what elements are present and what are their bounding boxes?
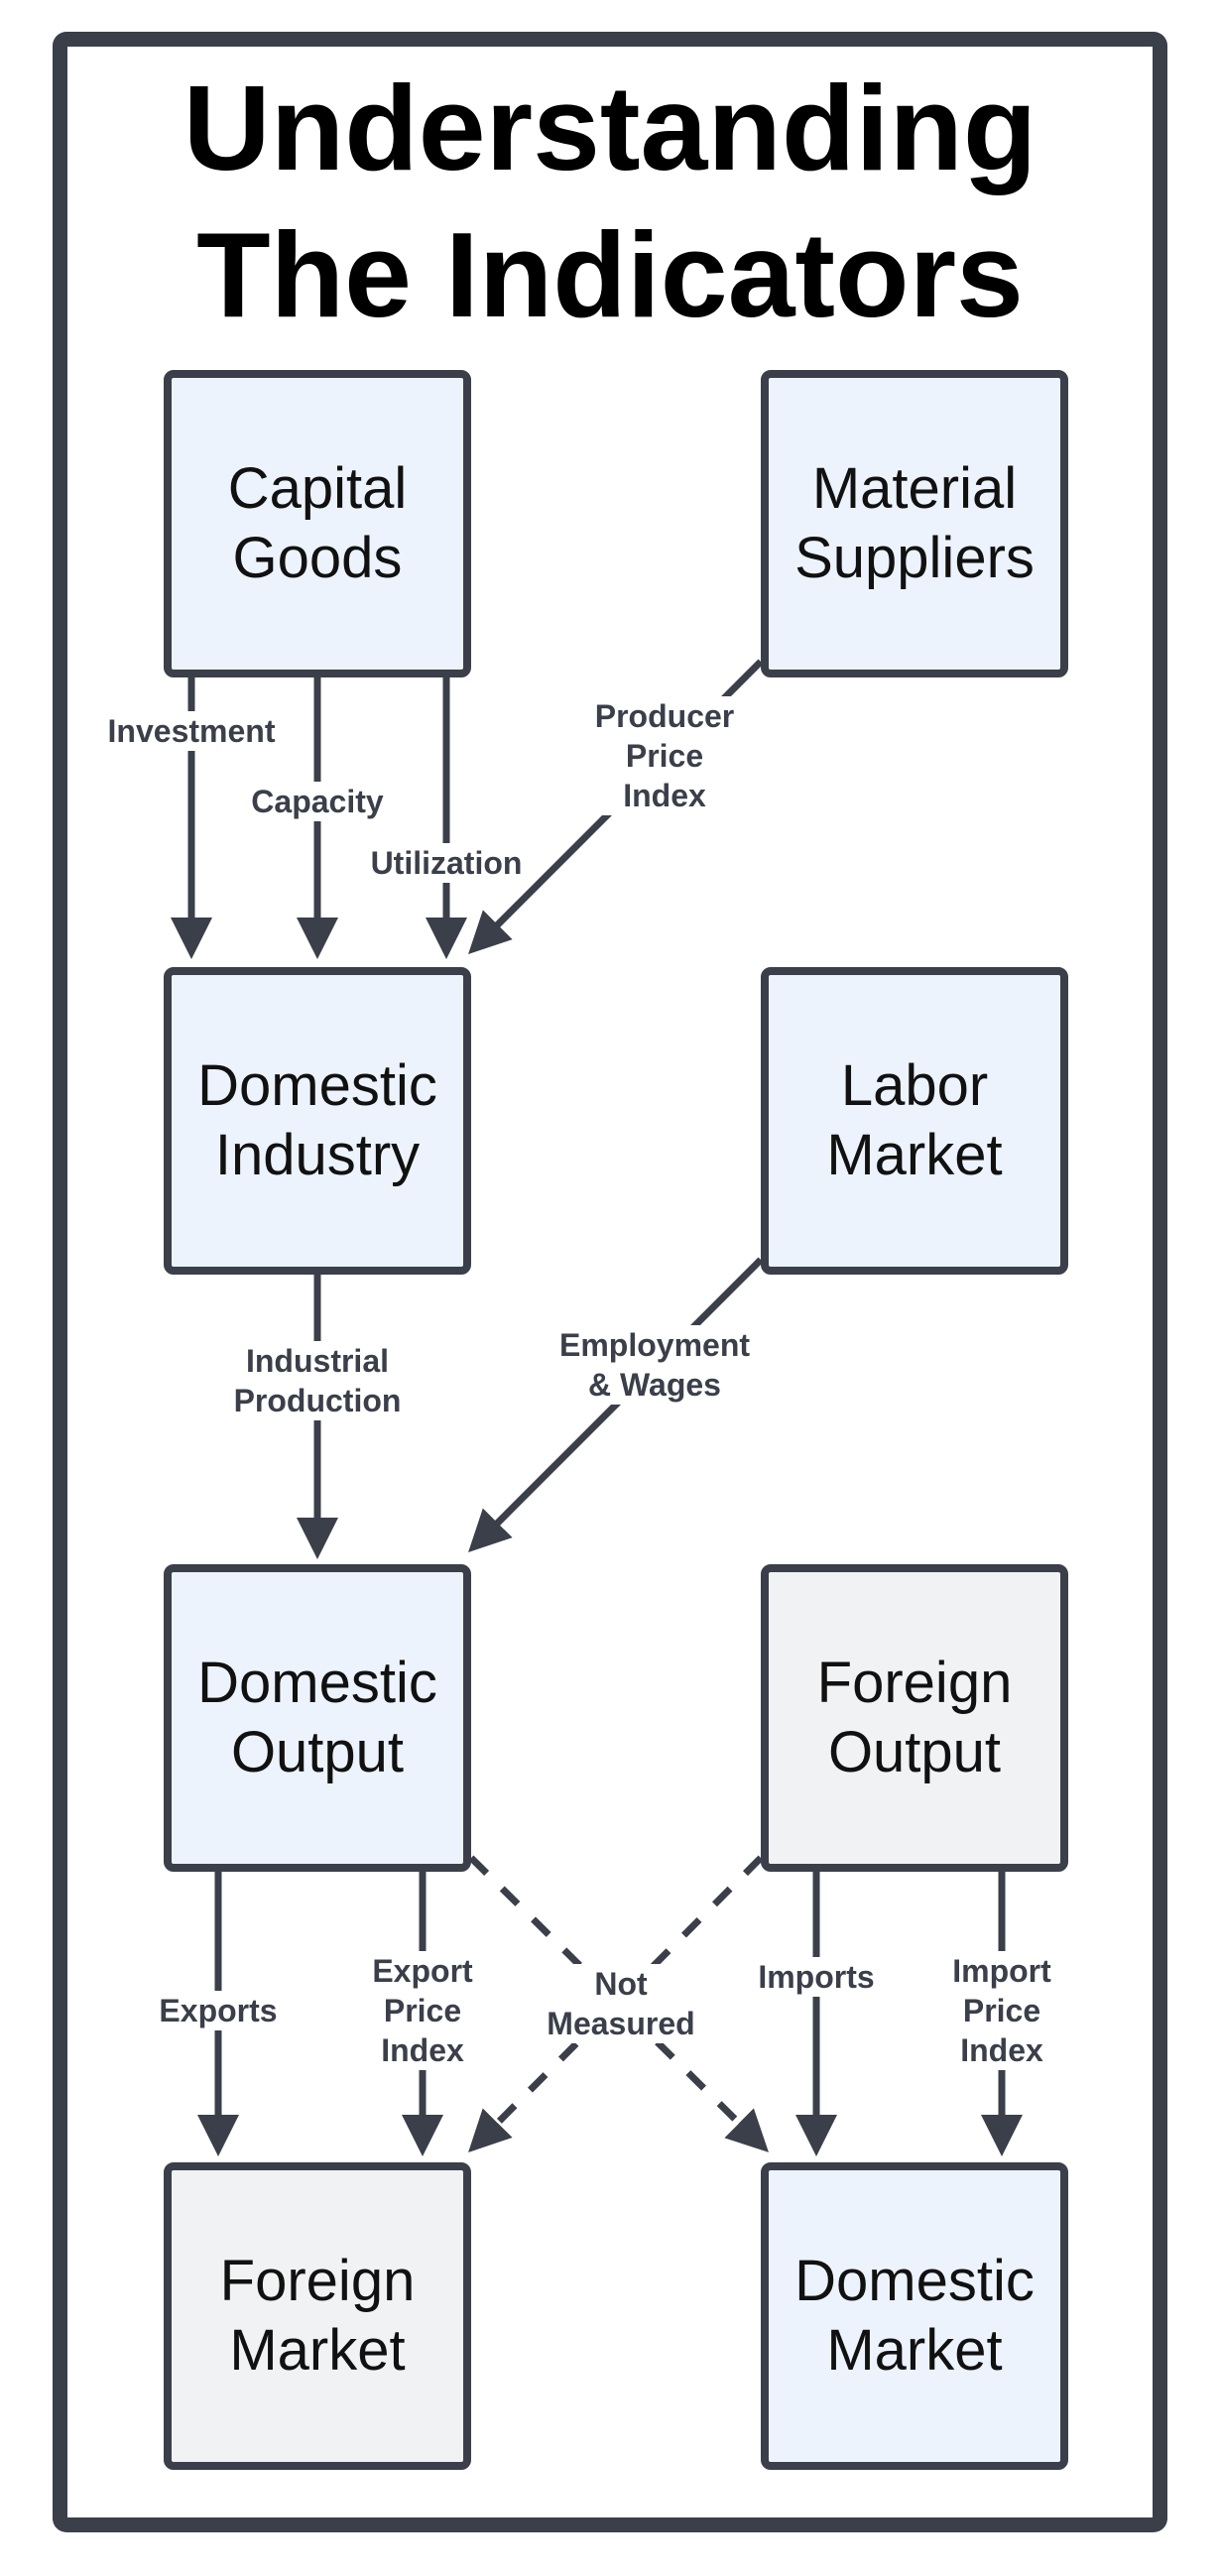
diagram-title: Understanding The Indicators	[60, 55, 1160, 348]
node-capital-goods-line2: Goods	[232, 526, 403, 590]
label-exports-line1: Exports	[159, 1993, 278, 2028]
label-investment-line1: Investment	[107, 713, 276, 749]
label-import-price-index: Import Price Index	[948, 1951, 1055, 2070]
label-import-price-line3: Index	[960, 2032, 1043, 2068]
label-export-price-index: Export Price Index	[368, 1951, 477, 2070]
node-foreign-output-line2: Output	[827, 1720, 1002, 1784]
node-foreign-market-line1: Foreign	[219, 2249, 416, 2313]
label-capacity: Capacity	[247, 782, 388, 821]
label-industrial-production-line1: Industrial	[245, 1343, 389, 1379]
label-ppi-line2: Price	[625, 738, 704, 774]
label-not-measured-line2: Measured	[547, 2006, 695, 2041]
label-export-price-line3: Index	[381, 2032, 464, 2068]
label-imports-line1: Imports	[758, 1959, 875, 1995]
label-not-measured-line1: Not	[594, 1966, 648, 2002]
node-domestic-industry-line1: Domestic	[197, 1053, 437, 1118]
diagram-frame	[53, 32, 1167, 2532]
label-not-measured: Not Measured	[543, 1964, 699, 2043]
node-foreign-output-line1: Foreign	[816, 1651, 1013, 1715]
label-import-price-line2: Price	[962, 1993, 1041, 2028]
label-investment: Investment	[103, 711, 280, 751]
label-employment-line1: Employment	[558, 1327, 751, 1363]
node-foreign-market-line2: Market	[229, 2318, 406, 2383]
node-capital-goods-line1: Capital	[227, 456, 408, 521]
label-exports: Exports	[155, 1991, 282, 2030]
label-utilization-line1: Utilization	[370, 845, 523, 881]
label-industrial-production-line2: Production	[233, 1383, 402, 1418]
label-import-price-line1: Import	[952, 1953, 1051, 1989]
label-utilization: Utilization	[366, 843, 527, 883]
node-labor-market-line1: Labor	[840, 1053, 989, 1118]
label-industrial-production: Industrial Production	[229, 1341, 406, 1420]
node-domestic-market-line2: Market	[826, 2318, 1003, 2383]
label-export-price-line2: Price	[383, 1993, 462, 2028]
label-imports: Imports	[754, 1957, 879, 1997]
node-domestic-industry-line2: Industry	[214, 1123, 421, 1187]
label-employment-line2: & Wages	[588, 1367, 721, 1403]
label-ppi-line3: Index	[623, 778, 706, 813]
title-line-2: The Indicators	[196, 207, 1024, 342]
node-material-suppliers-line2: Suppliers	[794, 526, 1035, 590]
node-domestic-market-line1: Domestic	[794, 2249, 1035, 2313]
label-capacity-line1: Capacity	[251, 784, 384, 819]
title-line-1: Understanding	[183, 61, 1037, 195]
label-producer-price-index: Producer Price Index	[590, 696, 739, 815]
label-export-price-line1: Export	[372, 1953, 473, 1989]
label-ppi-line1: Producer	[594, 698, 735, 734]
node-domestic-output-line1: Domestic	[197, 1651, 437, 1715]
node-domestic-output-line2: Output	[230, 1720, 405, 1784]
node-labor-market-line2: Market	[826, 1123, 1003, 1187]
node-material-suppliers-line1: Material	[811, 456, 1018, 521]
label-employment-wages: Employment & Wages	[554, 1325, 755, 1405]
